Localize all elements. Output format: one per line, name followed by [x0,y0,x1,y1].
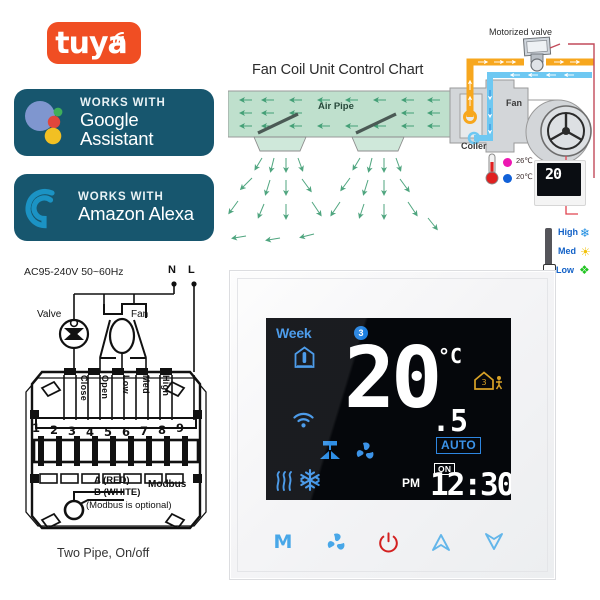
terminal-number-7: 7 [140,424,149,438]
terminal-number-8: 8 [158,423,167,437]
thermostat-button-row: M [266,525,511,559]
wifi-icon [293,412,314,428]
fan-icon [327,533,345,550]
modbus-optional-note: (Modbus is optional) [86,500,172,511]
badge-google-assistant[interactable]: WORKS WITH Google Assistant [14,89,214,156]
snowflake-icon [300,468,320,492]
chevron-up-icon [432,534,451,551]
coiler-label: Coiler [461,141,487,151]
amazon-alexa-icon [14,174,76,241]
fan-coil-unit-diagram [228,36,595,243]
tuya-logo: tuya [47,22,141,64]
fan-speed-label-high: High [558,227,578,237]
terminal-number-4: 4 [86,425,95,439]
modbus-label: Modbus [148,479,187,490]
terminal-function-low: Low [121,375,131,394]
terminal-number-3: 3 [68,424,77,438]
badge-amazon-alexa[interactable]: WORKS WITH Amazon Alexa [14,174,214,241]
temp-label-26: 26℃ [516,156,533,165]
terminal-number-2: 2 [50,423,59,437]
modbus-b-label: B (WHITE) [94,487,141,498]
fan-icon [356,442,374,459]
wiring-diagram [25,281,207,530]
heat-wave-icon [276,471,292,491]
chevron-down-icon [485,533,503,550]
terminal-function-close: Close [79,375,89,402]
terminal-number-5: 5 [104,425,113,439]
lcd-clock: 12:30 [430,467,511,501]
lcd-temperature-unit: °C [438,344,463,368]
badge-works-with-label: WORKS WITH [80,96,166,109]
down-button[interactable] [477,527,511,557]
badge-brand-name: Google Assistant [80,108,154,150]
terminal-function-med: Med [141,375,151,394]
terminal-n-label: N [168,264,176,276]
mode-button[interactable]: M [273,531,293,553]
lcd-week-label: Week [276,325,312,341]
holiday-house-icon: 3 [474,371,503,390]
motorized-valve-label: Motorized valve [489,27,553,37]
badge-brand-name: Amazon Alexa [78,203,194,225]
supply-voltage-label: AC95-240V 50~60Hz [24,266,124,278]
google-assistant-icon [14,89,76,156]
lcd-temperature-decimal: .5 [432,404,469,439]
wiring-caption: Two Pipe, On/off [57,546,150,560]
fan-speed-slider-track[interactable] [545,228,552,274]
terminal-l-label: L [188,264,195,276]
lcd-day-badge: 3 [354,326,368,340]
sun-icon: ☀ [580,245,591,259]
terminal-function-high: High [161,375,171,397]
snowflake-icon: ❄ [580,226,591,240]
thermometer-icon [485,153,499,185]
tuya-logo-text: tuya [55,26,127,61]
temp-dot-26 [503,158,512,167]
temp-dot-20 [503,174,512,183]
fan-icon: ❖ [579,263,590,277]
svg-text:3: 3 [481,378,486,387]
fan-label: Fan [506,98,523,108]
terminal-number-6: 6 [122,425,131,439]
terminal-number-9: 9 [176,421,185,435]
thermostat-lcd-screen[interactable]: Week 3 [266,318,511,500]
mini-thermostat-temperature: 20 [545,165,562,183]
badge-works-with-label: WORKS WITH [78,191,164,204]
fan-coil-chart-title: Fan Coil Unit Control Chart [252,62,424,78]
lcd-meridiem: PM [402,476,420,490]
up-button[interactable] [424,527,458,557]
house-temperature-icon [294,346,315,368]
air-pipe-label: Air Pipe [318,101,354,112]
fan-motor-label: Fan [131,309,149,320]
mini-thermostat-screen [537,163,581,196]
terminal-number-1: 1 [32,421,41,435]
lcd-temperature-value: 20 [344,329,442,428]
wifi-arc-icon [112,31,125,44]
power-button[interactable] [372,527,406,557]
temp-label-20: 20℃ [516,172,533,181]
modbus-a-label: A (RED) [94,475,130,486]
valve-icon [320,441,340,459]
terminal-function-open: Open [100,375,110,400]
thermostat-bezel [237,278,548,572]
fan-button[interactable] [319,527,353,557]
valve-label: Valve [37,309,62,320]
lcd-on-badge: ON [434,463,456,475]
lcd-mode-badge: AUTO [436,437,481,454]
fan-speed-label-low: Low [556,265,574,275]
power-icon [379,531,398,552]
fan-speed-label-med: Med [558,246,576,256]
